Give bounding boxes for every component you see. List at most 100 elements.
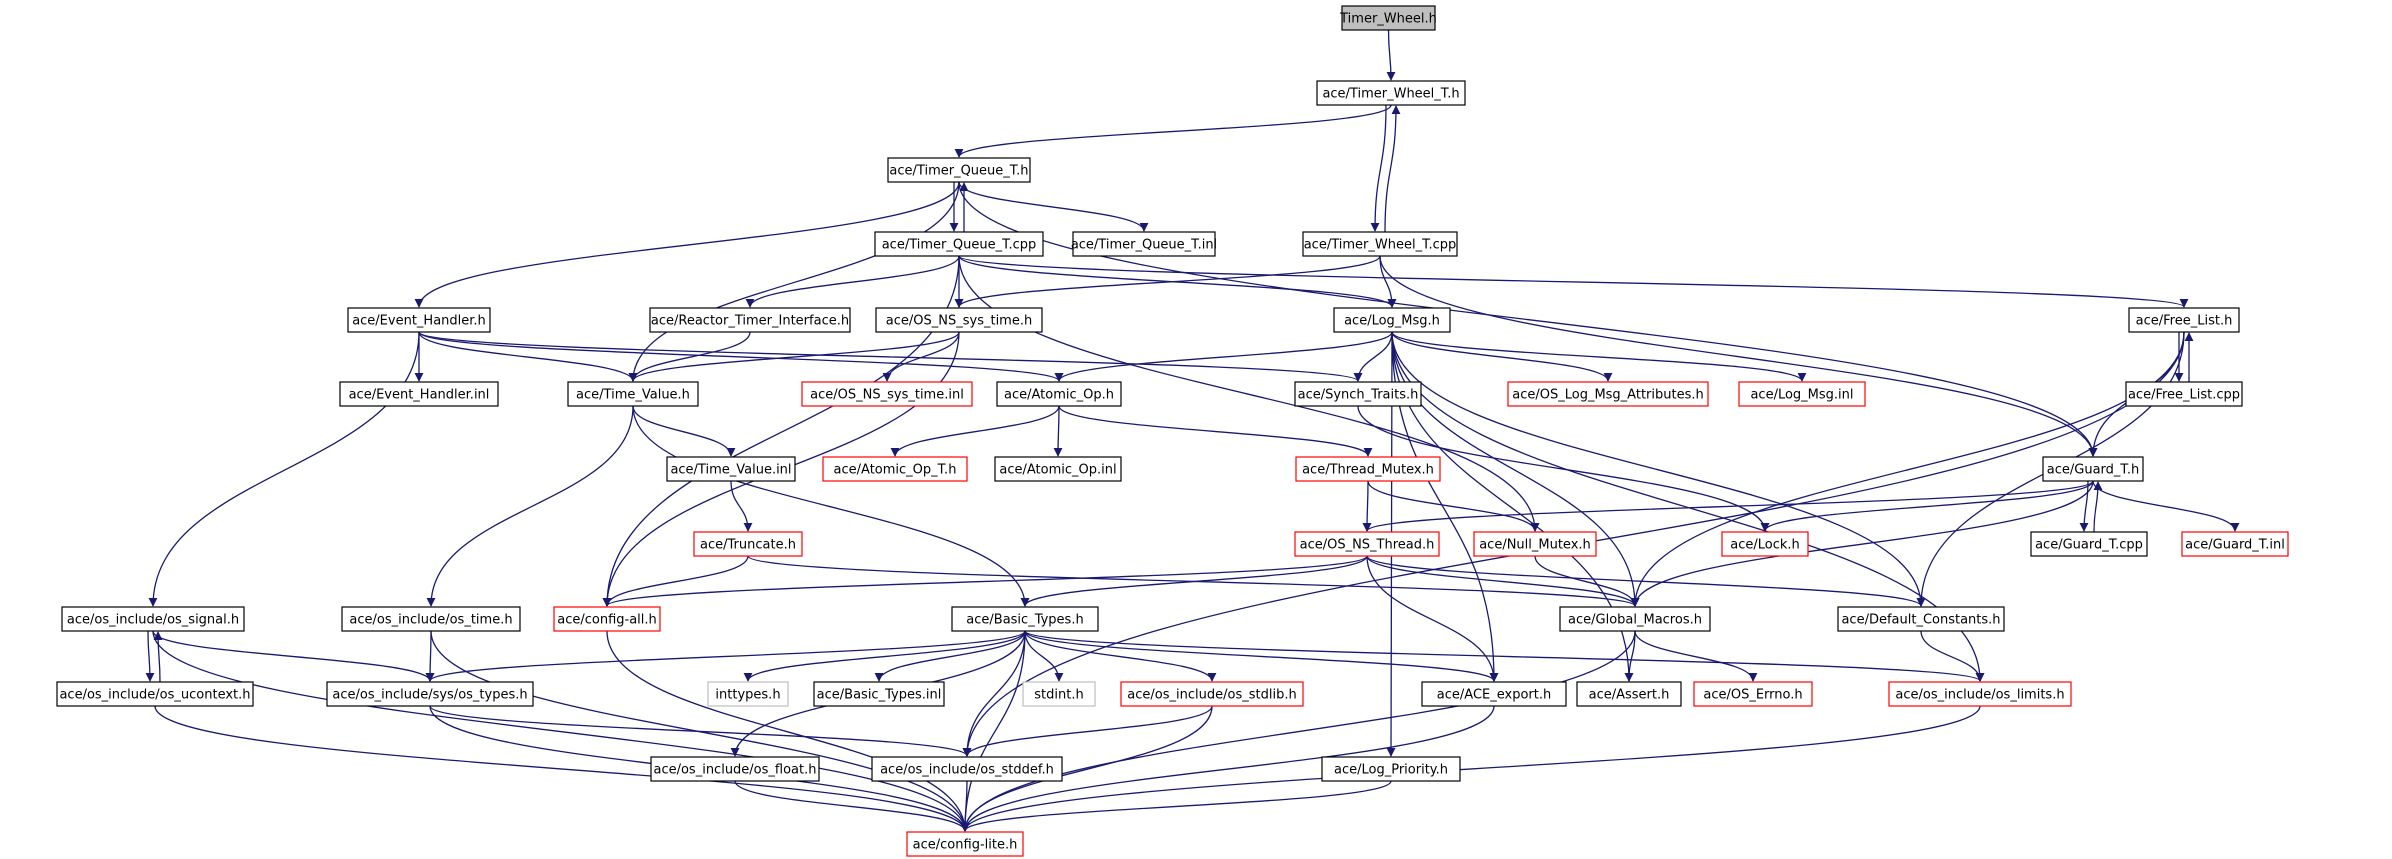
node-label: ace/os_include/os_time.h <box>349 613 512 628</box>
edge-ace-timer-wheel-t-h-to-ace-timer-wheel-t-cpp <box>1370 104 1387 232</box>
node-ace-time-value-h[interactable]: ace/Time_Value.h <box>567 381 699 407</box>
edge-ace-config-all-h-to-ace-config-lite-h <box>606 630 970 832</box>
edge-ace-os-include-os-signal-h-to-ace-config-lite-h <box>152 630 970 832</box>
node-ace-os-include-os-time-h[interactable]: ace/os_include/os_time.h <box>341 606 521 632</box>
node-label: ace/Timer_Queue_T.h <box>889 164 1028 179</box>
node-box <box>2042 456 2144 482</box>
node-label: inttypes.h <box>715 688 780 703</box>
node-box <box>801 381 973 407</box>
node-ace-os-ns-sys-time-h[interactable]: ace/OS_NS_sys_time.h <box>875 307 1043 333</box>
edge-ace-basic-types-h-to-ace-basic-types-inl <box>874 630 1026 682</box>
node-ace-os-errno-h[interactable]: ace/OS_Errno.h <box>1693 681 1813 707</box>
node-box <box>1302 231 1458 257</box>
edge-ace-synch-traits-h-to-ace-lock-h <box>1357 405 1770 532</box>
edge-ace-os-ns-sys-time-h-to-ace-os-ns-sys-time-inl <box>882 331 960 382</box>
node-ace-event-handler-inl[interactable]: ace/Event_Handler.inl <box>339 381 499 407</box>
node-label: ace/Assert.h <box>1589 688 1670 703</box>
node-label: ace/Event_Handler.inl <box>349 388 490 403</box>
node-label: ace/Free_List.h <box>2136 314 2233 329</box>
node-ace-guard-t-inl[interactable]: ace/Guard_T.inl <box>2181 531 2289 557</box>
node-box <box>1576 681 1682 707</box>
node-ace-log-msg-inl[interactable]: ace/Log_Msg.inl <box>1738 381 1866 407</box>
node-box <box>994 456 1122 482</box>
node-ace-basic-types-h[interactable]: ace/Basic_Types.h <box>951 606 1099 632</box>
edge-ace-log-msg-h-to-ace-log-msg-inl <box>1391 331 1807 382</box>
node-box <box>2128 307 2240 333</box>
node-ace-os-include-os-float-h[interactable]: ace/os_include/os_float.h <box>650 756 820 782</box>
node-label: ace/Basic_Types.inl <box>817 688 942 703</box>
node-ace-assert-h[interactable]: ace/Assert.h <box>1576 681 1682 707</box>
node-ace-atomic-op-h[interactable]: ace/Atomic_Op.h <box>996 381 1122 407</box>
node-label: ace/os_include/os_stdlib.h <box>1127 688 1296 703</box>
node-ace-timer-wheel-t-cpp[interactable]: ace/Timer_Wheel_T.cpp <box>1302 231 1458 257</box>
node-ace-timer-queue-t-h[interactable]: ace/Timer_Queue_T.h <box>887 157 1031 183</box>
node-ace-config-all-h[interactable]: ace/config-all.h <box>553 606 661 632</box>
edge-ace-os-include-os-signal-h-to-ace-os-include-os-ucontext-h <box>145 630 155 682</box>
node-label: ace/os_include/sys/os_types.h <box>332 688 527 703</box>
node-ace-os-log-msg-attributes-h[interactable]: ace/OS_Log_Msg_Attributes.h <box>1507 381 1709 407</box>
file-nodes: Timer_Wheel.hace/Timer_Wheel_T.hace/Time… <box>56 5 2289 857</box>
node-ace-timer-wheel-t-h[interactable]: ace/Timer_Wheel_T.h <box>1316 80 1466 106</box>
node-label: stdint.h <box>1034 688 1083 703</box>
edge-ace-os-ns-thread-h-to-ace-config-all-h <box>602 555 1368 607</box>
node-ace-ace-export-h[interactable]: ace/ACE_export.h <box>1421 681 1567 707</box>
node-ace-log-msg-h[interactable]: ace/Log_Msg.h <box>1333 307 1451 333</box>
edge-ace-guard-t-cpp-to-ace-guard-t-h <box>2093 481 2103 533</box>
node-stdint-h[interactable]: stdint.h <box>1022 681 1096 707</box>
node-ace-os-include-os-stdlib-h[interactable]: ace/os_include/os_stdlib.h <box>1120 681 1304 707</box>
node-ace-free-list-cpp[interactable]: ace/Free_List.cpp <box>2125 381 2243 407</box>
node-ace-reactor-timer-interface-h[interactable]: ace/Reactor_Timer_Interface.h <box>649 307 851 333</box>
node-ace-os-ns-sys-time-inl[interactable]: ace/OS_NS_sys_time.inl <box>801 381 973 407</box>
node-box <box>61 606 245 632</box>
node-ace-time-value-inl[interactable]: ace/Time_Value.inl <box>666 456 796 482</box>
node-label: ace/os_include/os_signal.h <box>67 613 239 628</box>
node-ace-event-handler-h[interactable]: ace/Event_Handler.h <box>347 307 491 333</box>
node-ace-atomic-op-t-h[interactable]: ace/Atomic_Op_T.h <box>822 456 968 482</box>
node-label: ace/Basic_Types.h <box>966 613 1083 628</box>
edge-ace-os-include-os-stdlib-h-to-ace-config-lite-h <box>960 705 1213 832</box>
node-box <box>951 606 1099 632</box>
node-ace-truncate-h[interactable]: ace/Truncate.h <box>693 531 803 557</box>
node-ace-guard-t-cpp[interactable]: ace/Guard_T.cpp <box>2030 531 2148 557</box>
node-box <box>1507 381 1709 407</box>
node-inttypes-h[interactable]: inttypes.h <box>707 681 789 707</box>
node-box <box>1294 531 1440 557</box>
node-box <box>996 381 1122 407</box>
node-ace-thread-mutex-h[interactable]: ace/Thread_Mutex.h <box>1295 456 1441 482</box>
edge-ace-basic-types-h-to-ace-os-include-sys-os-types-h <box>425 630 1026 682</box>
edge-ace-global-macros-h-to-ace-os-errno-h <box>1634 630 1758 682</box>
node-ace-timer-queue-t-inl[interactable]: ace/Timer_Queue_T.inl <box>1071 231 1217 257</box>
node-ace-os-include-os-stddef-h[interactable]: ace/os_include/os_stddef.h <box>871 756 1063 782</box>
edge-ace-timer-wheel-t-h-to-ace-timer-queue-t-h <box>954 104 1392 158</box>
node-ace-null-mutex-h[interactable]: ace/Null_Mutex.h <box>1473 531 1597 557</box>
node-ace-lock-h[interactable]: ace/Lock.h <box>1721 531 1809 557</box>
node-label: ace/Synch_Traits.h <box>1298 388 1419 403</box>
node-box <box>1072 231 1216 257</box>
node-ace-os-include-os-limits-h[interactable]: ace/os_include/os_limits.h <box>1888 681 2072 707</box>
node-box <box>326 681 534 707</box>
node-ace-global-macros-h[interactable]: ace/Global_Macros.h <box>1559 606 1711 632</box>
node-ace-os-include-os-signal-h[interactable]: ace/os_include/os_signal.h <box>61 606 245 632</box>
node-ace-atomic-op-inl[interactable]: ace/Atomic_Op.inl <box>994 456 1122 482</box>
node-label: ace/Atomic_Op.h <box>1004 388 1114 403</box>
node-ace-config-lite-h[interactable]: ace/config-lite.h <box>906 831 1024 857</box>
node-box <box>1316 80 1466 106</box>
node-ace-timer-queue-t-cpp[interactable]: ace/Timer_Queue_T.cpp <box>874 231 1044 257</box>
node-label: ace/Thread_Mutex.h <box>1302 463 1434 478</box>
node-ace-os-ns-thread-h[interactable]: ace/OS_NS_Thread.h <box>1294 531 1440 557</box>
edge-ace-os-include-os-signal-h-to-ace-os-include-sys-os-types-h <box>152 630 435 682</box>
edge-ace-guard-t-h-to-ace-guard-t-inl <box>2092 480 2240 532</box>
node-ace-os-include-sys-os-types-h[interactable]: ace/os_include/sys/os_types.h <box>326 681 534 707</box>
node-label: ace/Global_Macros.h <box>1568 613 1702 628</box>
edge-ace-os-ns-thread-h-to-ace-default-constants-h <box>1366 555 1926 607</box>
node-ace-basic-types-inl[interactable]: ace/Basic_Types.inl <box>813 681 945 707</box>
node-label: ace/Log_Msg.inl <box>1750 388 1853 403</box>
node-ace-os-include-os-ucontext-h[interactable]: ace/os_include/os_ucontext.h <box>56 681 254 707</box>
node-box <box>2030 531 2148 557</box>
node-ace-guard-t-h[interactable]: ace/Guard_T.h <box>2042 456 2144 482</box>
node-ace-free-list-h[interactable]: ace/Free_List.h <box>2128 307 2240 333</box>
node-ace-log-priority-h[interactable]: ace/Log_Priority.h <box>1321 756 1461 782</box>
node-box <box>875 307 1043 333</box>
node-ace-synch-traits-h[interactable]: ace/Synch_Traits.h <box>1294 381 1422 407</box>
node-ace-default-constants-h[interactable]: ace/Default_Constants.h <box>1837 606 2005 632</box>
